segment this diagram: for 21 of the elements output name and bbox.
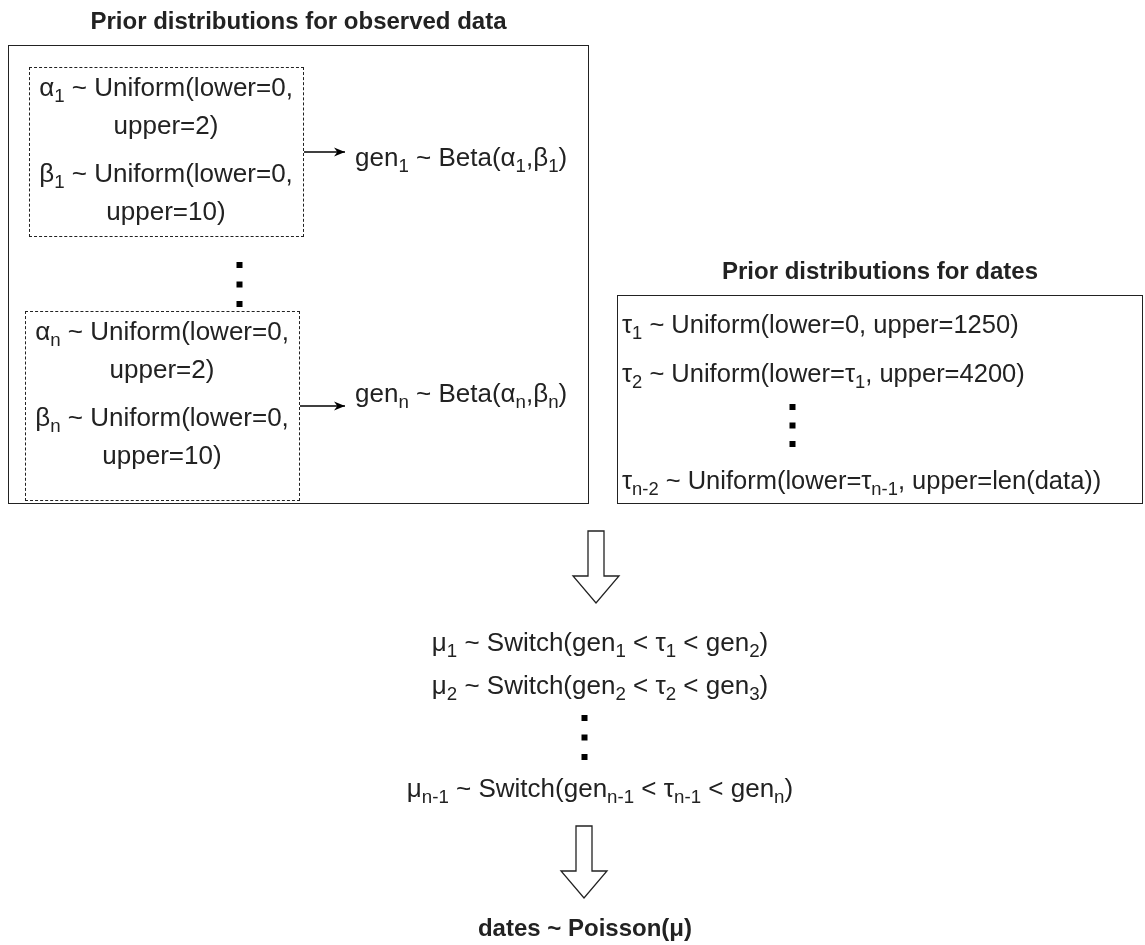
formula-text: α$_{n}$ ~ Uniform(lower=0, upper=2) — [34, 315, 290, 386]
panel-title: Prior distributions for dates — [721, 256, 1039, 286]
formula-text: μ$_{2}$ ~ Switch(gen$_{2}$ < τ$_{2}$ < gen$_{3}$) — [430, 669, 770, 703]
dashed-box — [29, 67, 304, 237]
block-arrow — [571, 530, 621, 604]
formula-text: τ$_{n-2}$ ~ Uniform(lower=τ$_{n-1}$, upper=len(data)) — [622, 465, 1102, 499]
block-arrow — [559, 825, 609, 899]
formula-text: τ$_{2}$ ~ Uniform(lower=τ$_{1}$, upper=4200) — [622, 358, 1025, 392]
dashed-box — [25, 311, 300, 501]
formula-text: gen$_{n}$ ~ Beta(α$_{n}$,β$_{n}$) — [345, 377, 579, 409]
panel-title: Prior distributions for observed data — [89, 6, 508, 36]
arrow — [303, 147, 346, 157]
formula-text: α$_{1}$ ~ Uniform(lower=0, upper=2) — [38, 71, 294, 142]
formula-text: τ$_{1}$ ~ Uniform(lower=0, upper=1250) — [622, 309, 1019, 343]
formula-text: β$_{1}$ ~ Uniform(lower=0, upper=10) — [38, 157, 294, 228]
formula-text: dates ~ Poisson(μ) — [420, 908, 750, 945]
formula-text: μ$_{1}$ ~ Switch(gen$_{1}$ < τ$_{1}$ < gen$_{2}$) — [430, 626, 770, 660]
arrow — [299, 401, 346, 411]
formula-text: gen$_{1}$ ~ Beta(α$_{1}$,β$_{1}$) — [345, 141, 579, 173]
formula-text: β$_{n}$ ~ Uniform(lower=0, upper=10) — [34, 401, 290, 472]
formula-text: μ$_{n-1}$ ~ Switch(gen$_{n-1}$ < τ$_{n-1}$ < gen$_{n}$) — [405, 772, 795, 806]
